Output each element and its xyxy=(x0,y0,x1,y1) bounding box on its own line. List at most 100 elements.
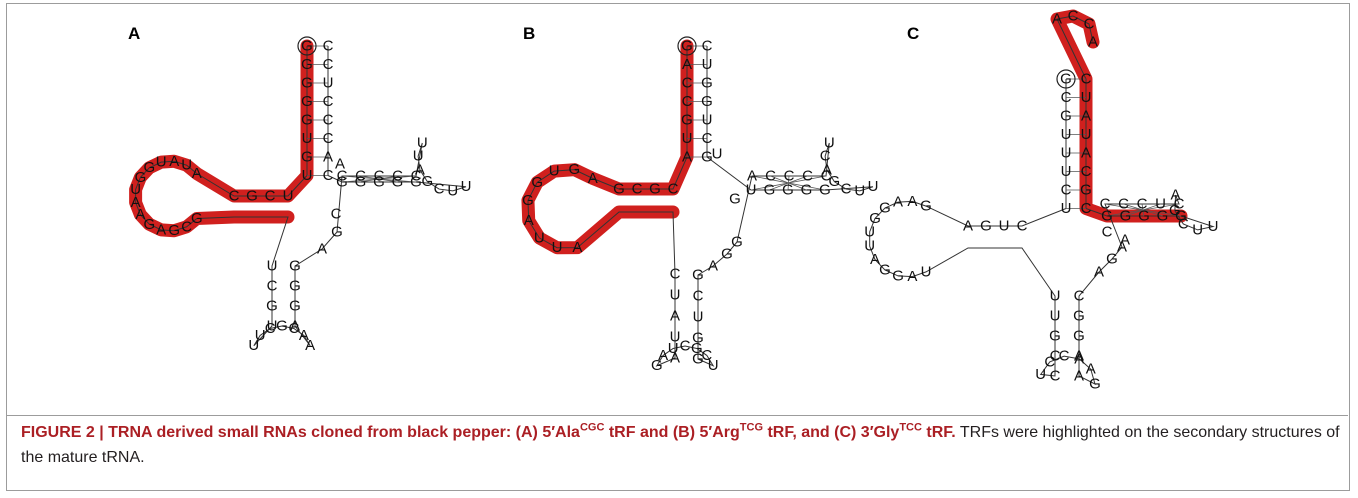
nucleotide: A xyxy=(1120,232,1130,249)
nucleotide: C xyxy=(1118,196,1129,213)
nucleotide: G xyxy=(692,351,704,368)
nucleotide: A xyxy=(323,149,333,166)
nucleotide: C xyxy=(267,278,278,295)
nucleotide: G xyxy=(691,340,703,357)
nucleotide: C xyxy=(1068,8,1079,25)
nucleotide: U xyxy=(323,75,334,92)
nucleotide: C xyxy=(1059,348,1070,365)
nucleotide: G xyxy=(1060,108,1072,125)
nucleotide: U xyxy=(708,357,719,374)
nucleotide: G xyxy=(721,246,733,263)
nucleotide: U xyxy=(921,263,932,280)
nucleotide: C xyxy=(411,168,422,185)
five-prime-marker xyxy=(297,36,317,56)
nucleotide: U xyxy=(1061,163,1072,180)
nucleotide: U xyxy=(702,56,713,73)
nucleotide: A xyxy=(893,194,903,211)
nucleotide: A xyxy=(1074,368,1084,385)
nucleotide: C xyxy=(323,56,334,73)
nucleotide: A xyxy=(135,206,145,223)
nucleotide: C xyxy=(374,168,385,185)
nucleotide: C xyxy=(1061,182,1072,199)
nucleotide: U xyxy=(1081,126,1092,143)
nucleotide: C xyxy=(1017,218,1028,235)
nucleotide: U xyxy=(413,148,424,165)
nucleotide: U xyxy=(1081,89,1092,106)
nucleotide: A xyxy=(822,161,832,178)
nucleotide: C xyxy=(632,181,643,198)
five-prime-marker xyxy=(677,36,697,56)
figure-caption: FIGURE 2 | TRNA derived small RNAs clone… xyxy=(21,420,1341,470)
nucleotide: C xyxy=(434,181,445,198)
nucleotide: G xyxy=(980,218,992,235)
nucleotide: C xyxy=(702,130,713,147)
caption-sup-2: TCG xyxy=(739,421,764,434)
caption-title-4: tRF. xyxy=(921,424,956,441)
nucleotide: U xyxy=(534,229,545,246)
nucleotide: G xyxy=(191,210,203,227)
nucleotide: C xyxy=(1081,163,1092,180)
nucleotide: G xyxy=(1138,208,1150,225)
nucleotide: C xyxy=(392,168,403,185)
nucleotide: C xyxy=(668,181,679,198)
nucleotide: G xyxy=(355,174,367,191)
nucleotide: A xyxy=(299,327,309,344)
nucleotide: G xyxy=(289,258,301,275)
nucleotide: U xyxy=(999,218,1010,235)
nucleotide: G xyxy=(692,267,704,284)
nucleotide: U xyxy=(1192,221,1203,238)
nucleotide: G xyxy=(681,112,693,129)
nucleotide: G xyxy=(392,174,404,191)
nucleotide: A xyxy=(1171,187,1181,204)
nucleotide: G xyxy=(731,234,743,251)
nucleotide: U xyxy=(417,135,428,152)
nucleotide: A xyxy=(131,194,141,211)
nucleotide: G xyxy=(613,181,625,198)
nucleotide: G xyxy=(1120,208,1132,225)
nucleotide: U xyxy=(824,135,835,152)
nucleotide: G xyxy=(829,173,841,190)
nucleotide: C xyxy=(1044,353,1055,370)
nucleotide: U xyxy=(1061,200,1072,217)
nucleotide: G xyxy=(1073,328,1085,345)
nucleotide: C xyxy=(323,93,334,110)
nucleotide: A xyxy=(1081,145,1091,162)
nucleotide: C xyxy=(355,168,366,185)
nucleotide: U xyxy=(181,157,192,174)
nucleotide: A xyxy=(524,212,534,229)
nucleotide: G xyxy=(701,75,713,92)
trf-highlight xyxy=(521,39,694,255)
panel-label: B xyxy=(523,24,535,43)
nucleotide: A xyxy=(1074,348,1084,365)
nucleotide: G xyxy=(729,191,741,208)
nucleotide: C xyxy=(1061,89,1072,106)
nucleotide: C xyxy=(331,206,342,223)
nucleotide: U xyxy=(552,239,563,256)
nucleotide: G xyxy=(701,149,713,166)
nucleotide: A xyxy=(658,347,668,364)
nucleotide: G xyxy=(1080,182,1092,199)
nucleotide: U xyxy=(1061,145,1072,162)
nucleotide: U xyxy=(302,167,313,184)
nucleotide: G xyxy=(422,173,434,190)
nucleotide: C xyxy=(821,168,832,185)
rna-backbone xyxy=(869,15,1215,385)
nucleotide: A xyxy=(290,318,300,335)
nucleotide: G xyxy=(569,161,581,178)
nucleotide: U xyxy=(682,130,693,147)
nucleotide: U xyxy=(868,178,879,195)
nucleotide: G xyxy=(301,149,313,166)
caption-sup-1: CGC xyxy=(579,421,605,434)
caption-figure-label: FIGURE 2 | xyxy=(21,424,109,441)
nucleotide: A xyxy=(1081,108,1091,125)
nucleotide: U xyxy=(130,181,141,198)
nucleotide: C xyxy=(323,167,334,184)
nucleotide: G xyxy=(144,216,156,233)
nucleotide: C xyxy=(1050,368,1061,385)
nucleotide: C xyxy=(841,181,852,198)
nucleotide: U xyxy=(1061,126,1072,143)
nucleotide: G xyxy=(336,174,348,191)
